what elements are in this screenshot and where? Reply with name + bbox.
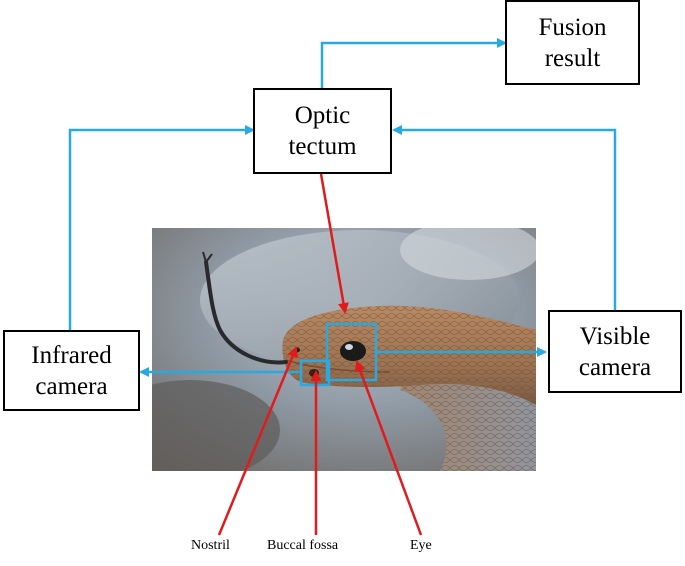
visible-camera-box: Visible camera — [548, 310, 682, 393]
infrared-camera-box: Infrared camera — [3, 330, 140, 411]
infrared-camera-label-line1: Infrared — [31, 341, 112, 369]
optic-tectum-label-line2: tectum — [288, 133, 357, 160]
visible-to-optic-arrow — [392, 125, 617, 310]
eye-pointer-arrow — [354, 360, 423, 536]
optic-to-fusion-arrow — [320, 38, 507, 88]
visible-camera-label-line1: Visible — [579, 322, 651, 350]
fusion-result-box: Fusion result — [505, 0, 640, 85]
optic-tectum-label-line1: Optic — [294, 102, 351, 129]
infrared-to-optic-arrow — [68, 125, 255, 330]
nostril-pointer-arrow — [217, 346, 298, 536]
nostril-label: Nostril — [191, 538, 230, 553]
fusion-result-label-line1: Fusion — [538, 13, 607, 41]
flow-arrows — [68, 38, 617, 377]
optic-tectum-box: Optic tectum — [253, 88, 392, 174]
optic-to-eye-arrow — [319, 173, 349, 314]
visible-camera-label-line2: camera — [578, 353, 652, 381]
fusion-result-label-line2: result — [544, 44, 601, 72]
infrared-camera-label-line2: camera — [35, 372, 108, 400]
pointer-arrows — [217, 173, 423, 536]
buccal-fossa-label: Buccal fossa — [267, 538, 339, 553]
snake-photo — [152, 228, 536, 471]
eye-label: Eye — [410, 538, 432, 553]
